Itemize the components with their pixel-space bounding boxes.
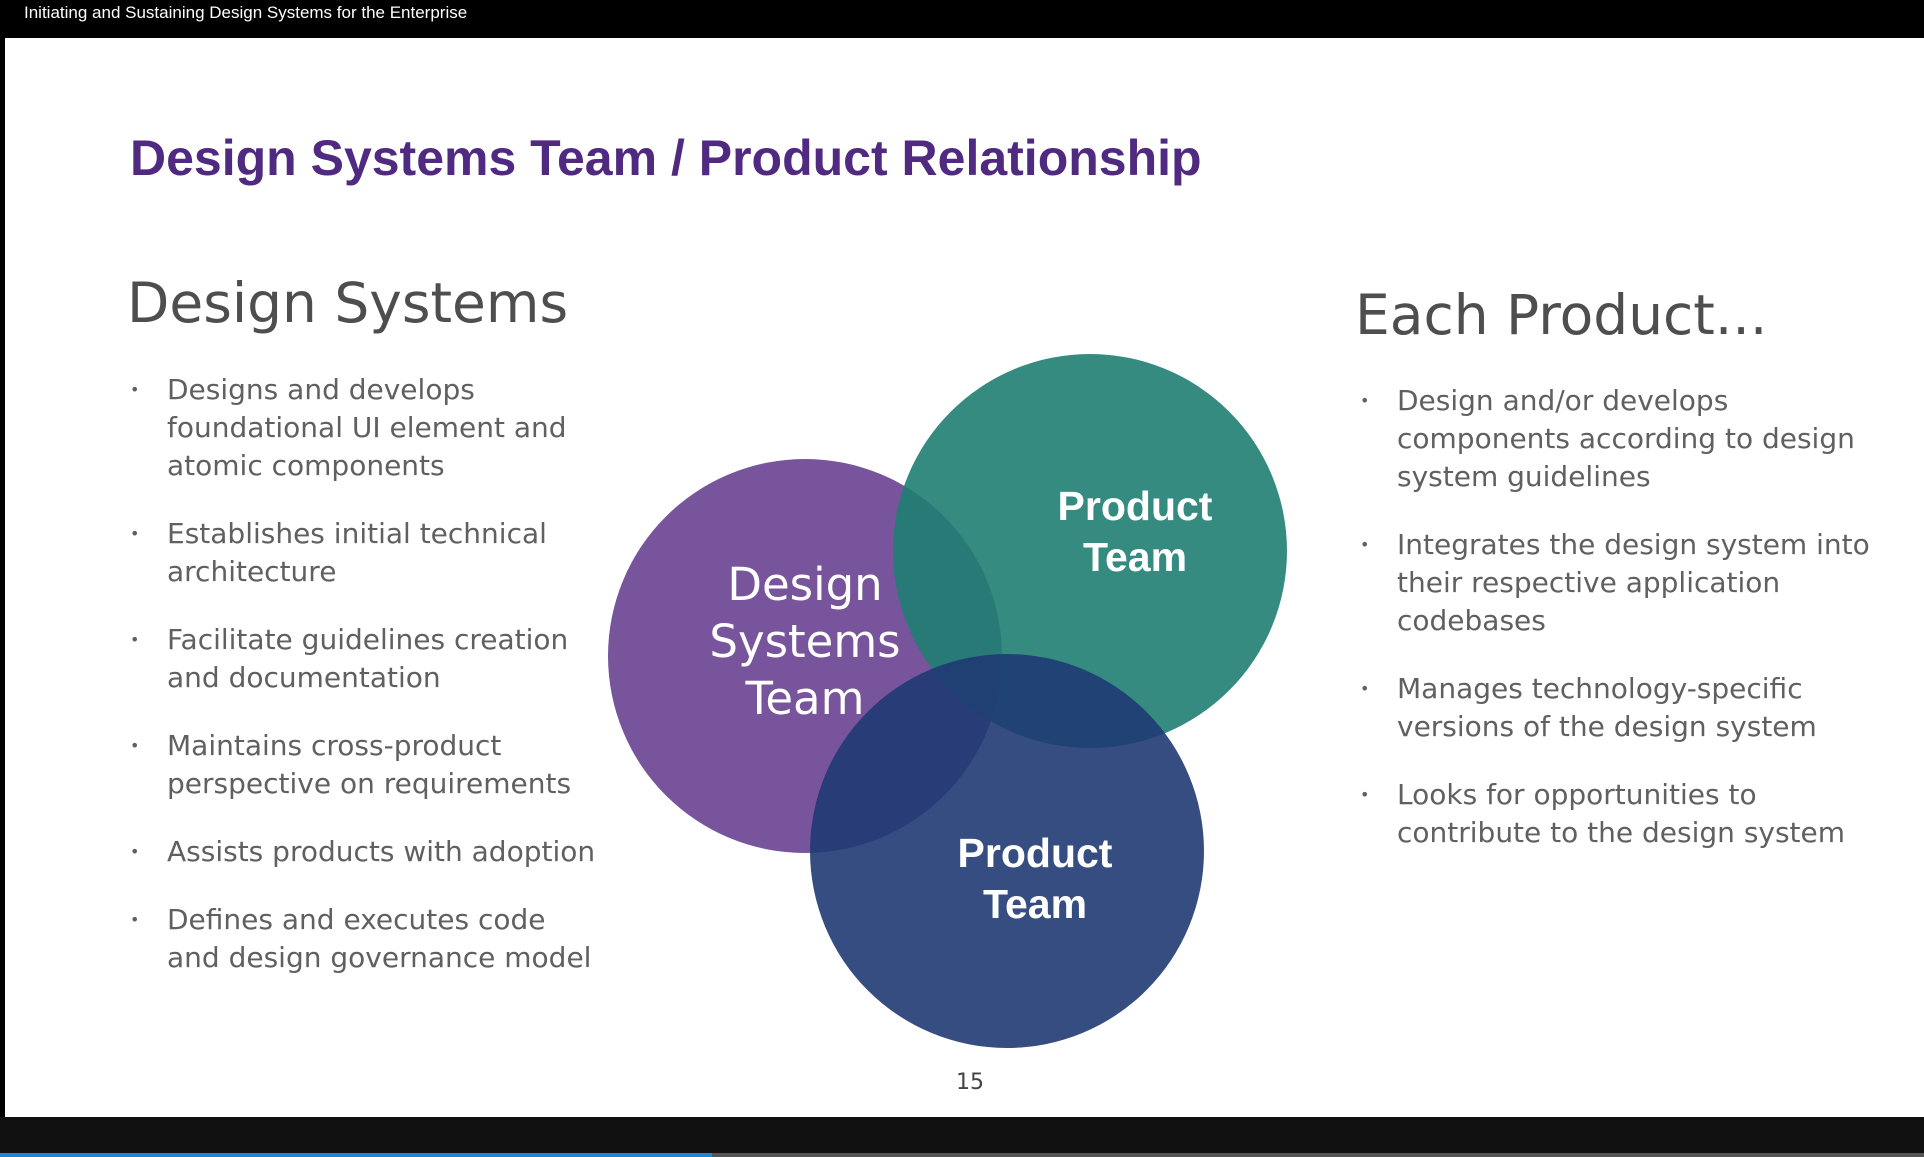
bullet-item: Designs and develops foundational UI ele… bbox=[130, 371, 600, 485]
label-line: Systems bbox=[709, 615, 901, 668]
label-line: Team bbox=[1082, 534, 1188, 580]
venn-circles bbox=[608, 354, 1287, 1048]
design-systems-team-label: Design Systems Team bbox=[685, 556, 925, 727]
product-team-top-circle bbox=[893, 354, 1287, 748]
page-number: 15 bbox=[956, 1070, 984, 1095]
label-line: Product bbox=[1057, 483, 1213, 529]
product-team-bottom-circle bbox=[810, 654, 1204, 1048]
bullet-item: Maintains cross-product perspective on r… bbox=[130, 727, 600, 803]
each-product-bullet-list: Design and/or develops components accord… bbox=[1360, 382, 1880, 882]
bullet-item: Integrates the design system into their … bbox=[1360, 526, 1880, 640]
bullet-item: Design and/or develops components accord… bbox=[1360, 382, 1880, 496]
presentation-title: Initiating and Sustaining Design Systems… bbox=[24, 3, 468, 22]
progress-bar-fill bbox=[0, 1153, 712, 1157]
product-team-bottom-label: Product Team bbox=[925, 828, 1145, 930]
bullet-item: Establishes initial technical architectu… bbox=[130, 515, 600, 591]
bullet-item: Facilitate guidelines creation and docum… bbox=[130, 621, 600, 697]
each-product-heading: Each Product... bbox=[1355, 283, 1768, 347]
bullet-item: Looks for opportunities to contribute to… bbox=[1360, 776, 1880, 852]
player-controls-bar bbox=[0, 1117, 1924, 1157]
bullet-item: Manages technology-specific versions of … bbox=[1360, 670, 1880, 746]
label-line: Product bbox=[957, 830, 1113, 876]
product-team-top-label: Product Team bbox=[1025, 481, 1245, 583]
venn-diagram: Design Systems Team Product Team Product… bbox=[605, 306, 1305, 1056]
design-systems-heading: Design Systems bbox=[127, 271, 569, 335]
window-title-bar: Initiating and Sustaining Design Systems… bbox=[0, 0, 1924, 38]
bullet-item: Defines and executes code and design gov… bbox=[130, 901, 600, 977]
design-systems-bullet-list: Designs and develops foundational UI ele… bbox=[130, 371, 600, 1007]
label-line: Design bbox=[727, 558, 883, 611]
slide-title: Design Systems Team / Product Relationsh… bbox=[130, 130, 1202, 186]
progress-bar[interactable] bbox=[0, 1153, 1924, 1157]
label-line: Team bbox=[982, 881, 1088, 927]
slide: Design Systems Team / Product Relationsh… bbox=[5, 38, 1924, 1117]
label-line: Team bbox=[745, 672, 865, 725]
bullet-item: Assists products with adoption bbox=[130, 833, 600, 871]
